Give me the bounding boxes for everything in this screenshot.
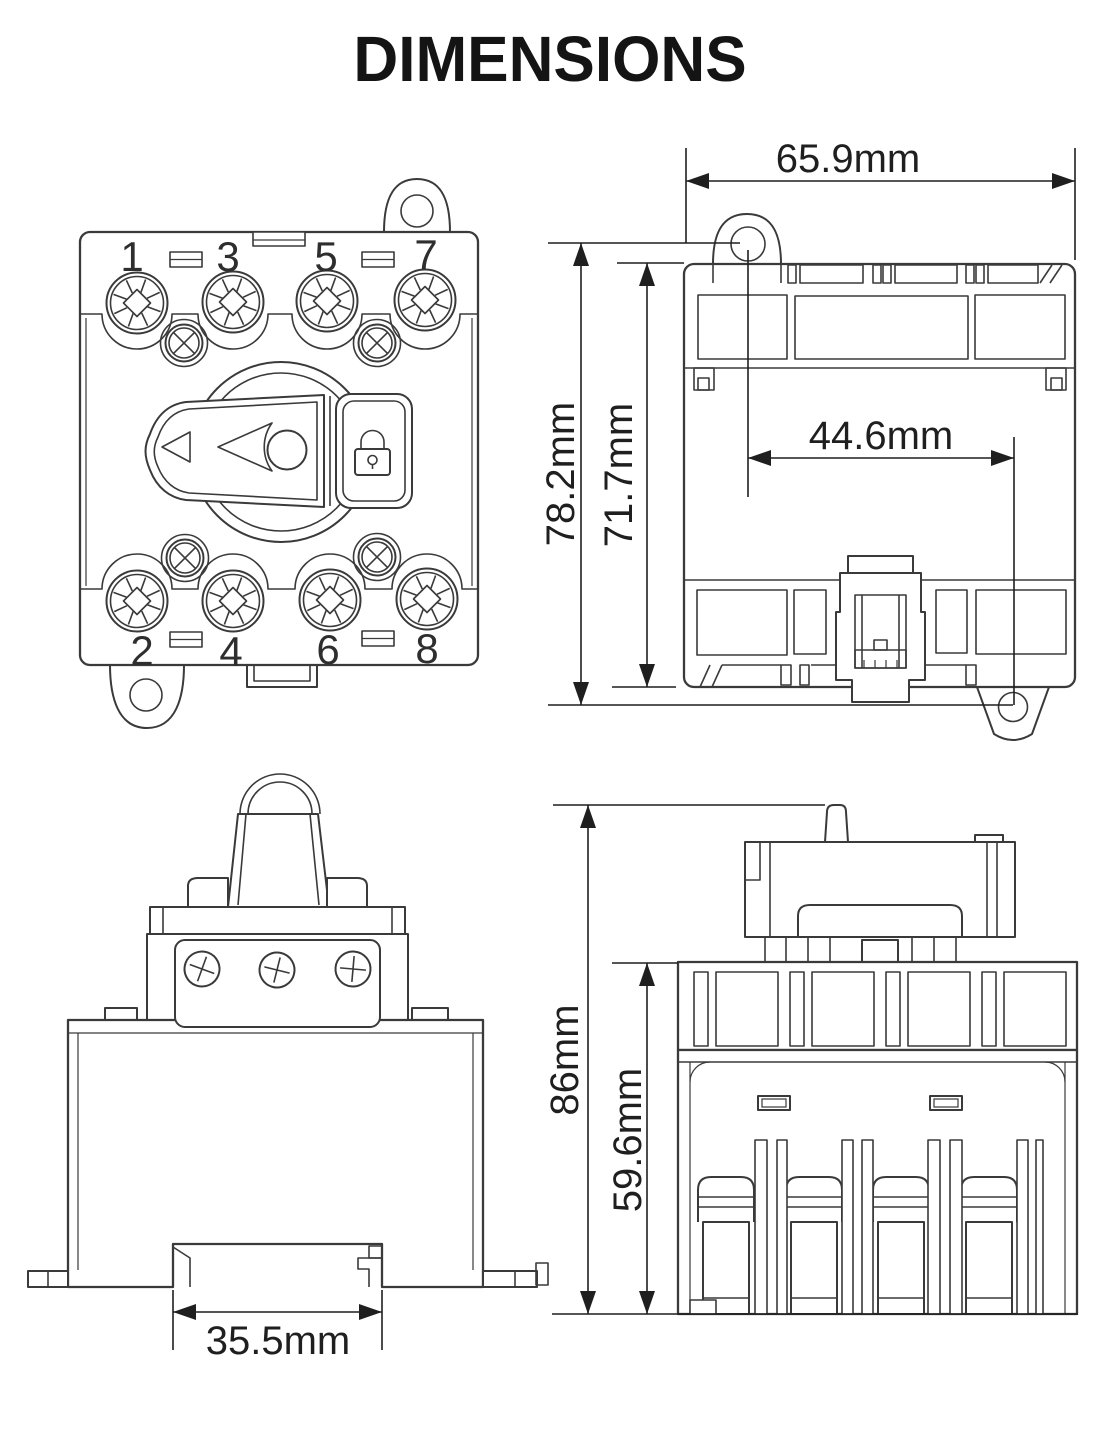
handle-collar (149, 906, 406, 935)
handle-grip (144, 394, 325, 508)
terminal-7 (393, 268, 457, 332)
upper-recess-windows (697, 294, 1066, 360)
terminal-1 (105, 271, 169, 335)
inner-corner-right (1044, 1061, 1066, 1083)
dimension-body-height: 59.6mm (606, 962, 678, 1314)
terminal-side-view: 86mm 59.6mm (535, 804, 1079, 1316)
cover-screw-bl (160, 533, 210, 583)
din-hook-left (693, 367, 715, 391)
face-slots (757, 1095, 963, 1111)
dimension-hole-spacing: 44.6mm (747, 250, 1015, 705)
dim-label-86: 86mm (543, 1004, 587, 1115)
terminal-label-1: 1 (120, 233, 143, 280)
terminal-2 (105, 569, 169, 633)
handle-tab (824, 804, 849, 843)
shroud-scallop-top (80, 313, 478, 350)
mounting-hole-top (400, 194, 434, 228)
handle-base (797, 904, 963, 938)
small-arrow-icon (161, 431, 191, 463)
terminal-label-4: 4 (219, 628, 242, 675)
page-title: DIMENSIONS (353, 23, 747, 95)
dim-label-65-9: 65.9mm (776, 137, 921, 181)
mechanism-block-details (745, 842, 998, 937)
mounting-hole-bottom (997, 691, 1029, 723)
dimension-overall-height: 78.2mm (539, 242, 1013, 706)
side-body-outline (66, 1018, 485, 1289)
terminal-label-5: 5 (314, 233, 337, 280)
dim-label-59-6: 59.6mm (606, 1068, 650, 1213)
rear-view: 65.9mm 78.2mm 71.7mm 44.6mm (539, 137, 1077, 741)
front-view: 1 3 5 7 2 4 6 8 (78, 178, 480, 729)
mounting-hole-bottom (129, 678, 163, 712)
body-tab-right (411, 1007, 449, 1021)
upper-terminal-slots (693, 971, 1067, 1047)
pointer-arrow-icon (217, 422, 273, 472)
handle-wing-right (326, 877, 368, 908)
cover-screw-tl (159, 318, 209, 368)
din-slot-hooks (172, 1245, 383, 1287)
terminal-6 (298, 568, 362, 632)
din-hook-right (1045, 367, 1067, 391)
din-rail-clip (835, 555, 926, 703)
lock-icon (354, 429, 391, 476)
clamp-3 (872, 1176, 930, 1315)
dim-label-71-7: 71.7mm (597, 403, 641, 548)
inner-corner-left (689, 1061, 711, 1083)
base-flanges (27, 1270, 538, 1288)
shroud-scallop-bottom (80, 553, 478, 590)
clamp-1 (697, 1176, 755, 1315)
left-foot-step (689, 1299, 717, 1315)
terminal-label-3: 3 (216, 233, 239, 280)
cover-screw-br (352, 532, 402, 582)
terminal-numbers: 1 3 5 7 2 4 6 8 (120, 231, 438, 675)
dimension-overall-width: 65.9mm (685, 137, 1076, 260)
top-notch (252, 231, 306, 247)
terminal-label-7: 7 (414, 231, 437, 278)
terminal-separators (169, 251, 395, 648)
handle-grip-inner (153, 401, 318, 501)
dim-label-78-2: 78.2mm (539, 402, 583, 547)
terminal-3 (201, 270, 265, 334)
handle-arch-outer (239, 773, 321, 815)
mechanism-connector-row (764, 937, 957, 963)
dimension-overall-height: 86mm (543, 804, 825, 1314)
lower-recess-windows (696, 589, 1067, 656)
bottom-edge-details (699, 664, 977, 688)
handle-arch-inner (247, 781, 313, 815)
mounting-tab-bottom (976, 686, 1050, 741)
terminal-clamps (697, 1176, 1018, 1315)
rotary-switch (144, 361, 413, 543)
mounting-tab-top (383, 178, 451, 233)
dim-label-35-5: 35.5mm (206, 1319, 351, 1363)
clamp-4 (960, 1176, 1018, 1315)
handle-stem-inner-left (237, 813, 247, 906)
body-tab-left (104, 1007, 138, 1021)
dim-label-44-6: 44.6mm (809, 414, 954, 458)
dimension-din-slot: 35.5mm (172, 1290, 383, 1363)
handle-knob-circle (266, 429, 308, 471)
bottom-connector-inner (253, 664, 311, 682)
terminal-label-2: 2 (130, 627, 153, 674)
handle-stem-inner-right (309, 813, 320, 906)
terminal-label-6: 6 (316, 626, 339, 673)
terminal-label-8: 8 (415, 625, 438, 672)
terminal-8 (395, 567, 459, 631)
cover-screw-tr (352, 318, 402, 368)
mounting-tab-bottom (109, 664, 185, 729)
top-vent-slots (712, 264, 1063, 284)
terminal-4 (201, 569, 265, 633)
lock-housing-inner (342, 400, 406, 502)
clamp-2 (785, 1176, 843, 1315)
mounting-tab-top (712, 213, 782, 265)
handle-wing-left (187, 877, 229, 908)
side-view: 35.5mm (27, 773, 538, 1363)
clip-flange-edge (535, 1262, 549, 1286)
dimension-body-height: 71.7mm (597, 262, 684, 688)
